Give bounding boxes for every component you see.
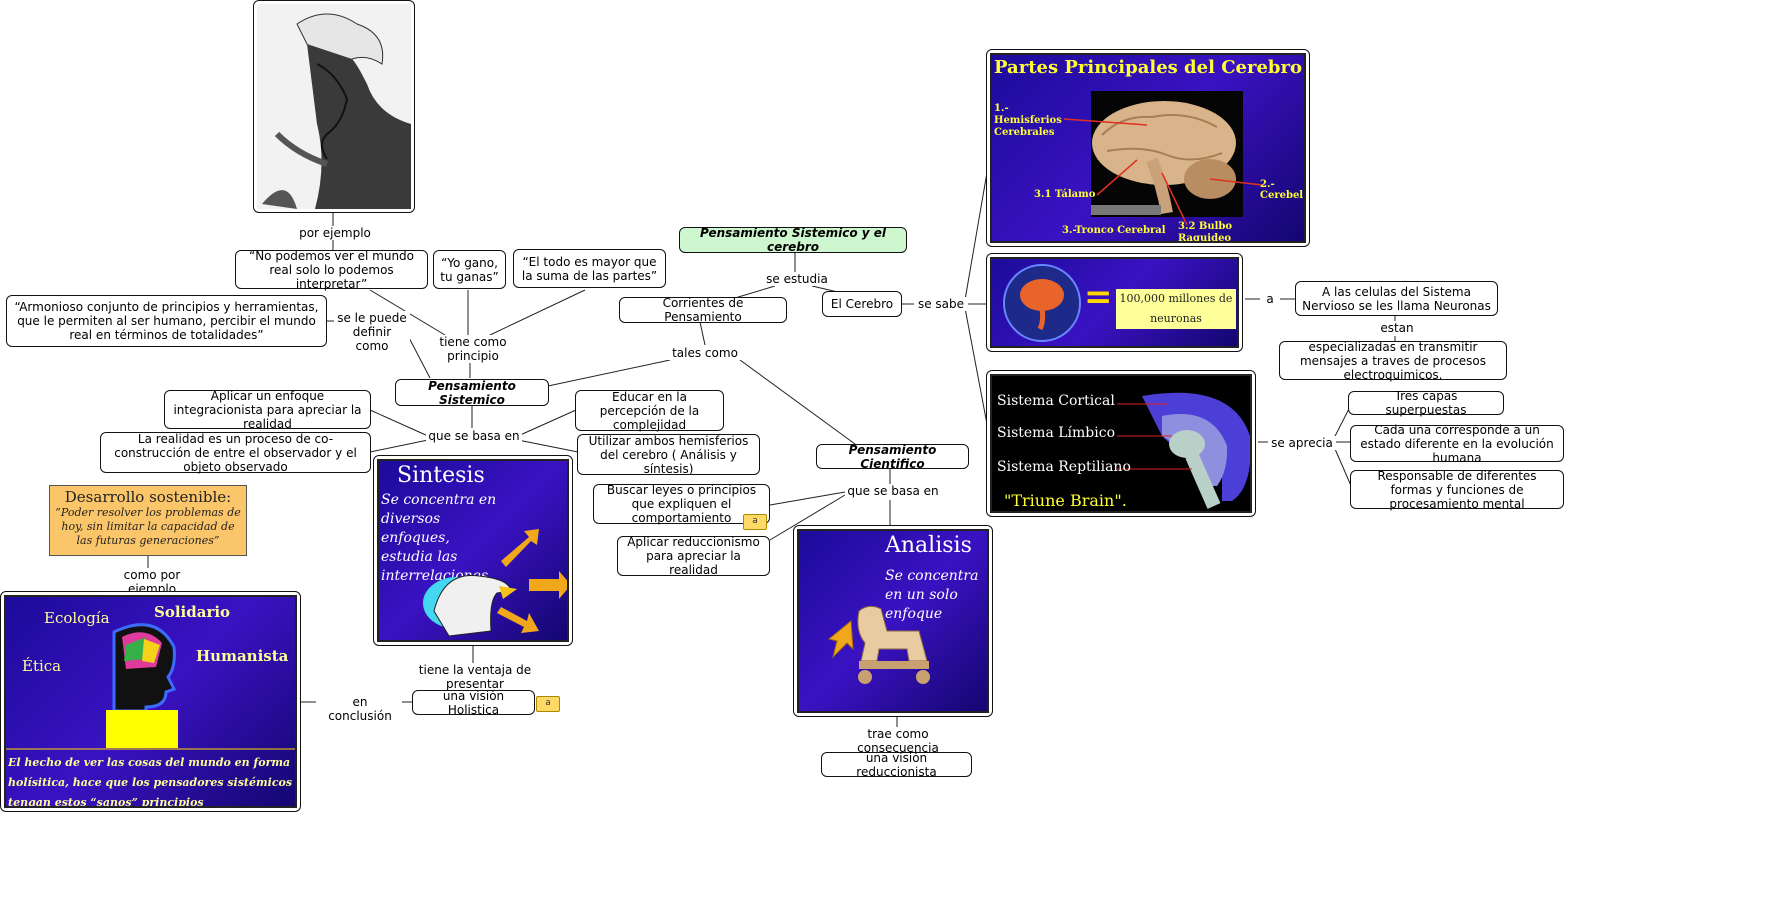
node-el-cerebro[interactable]: El Cerebro (822, 291, 902, 317)
link-en-conclusion: en conclusión (318, 695, 402, 723)
sintesis-text: Se concentra en diversos enfoques, estud… (381, 492, 497, 584)
central-topic[interactable]: Pensamiento Sistemico y el cerebro (679, 226, 907, 254)
values-text: El hecho de ver las cosas del mundo en f… (8, 756, 293, 808)
node-aplicar-reduccionismo[interactable]: Aplicar reduccionismo para apreciar la r… (617, 535, 770, 577)
label-tronco: 3.-Tronco Cerebral (1062, 225, 1166, 236)
brain-illustration (1063, 91, 1263, 226)
label-talamo: 3.1 Tálamo (1034, 189, 1096, 200)
link-que-se-basa-en: que se basa en (426, 429, 522, 443)
node-utilizar[interactable]: Utilizar ambos hemisferios del cerebro (… (577, 434, 760, 476)
link-que-se-basa-en-2: que se basa en (845, 484, 941, 498)
label-ecologia: Ecología (44, 609, 110, 627)
node-realidad[interactable]: La realidad es un proceso de co-construc… (100, 432, 371, 474)
node-aplicar-enfoque[interactable]: Aplicar un enfoque integracionista para … (164, 389, 371, 431)
link-trae-como-consecuencia: trae como consecuencia (824, 727, 972, 755)
neurons-count: 100,000 millones de neuronas (1116, 289, 1236, 329)
link-a: a (1260, 292, 1280, 306)
link-se-sabe: se sabe (914, 297, 968, 311)
node-quote-yo-gano[interactable]: “Yo gano, tu ganas” (433, 250, 506, 289)
label-solidario: Solidario (154, 603, 231, 621)
image-old-young-woman-illusion (253, 0, 415, 213)
node-educar[interactable]: Educar en la percepción de la complejida… (575, 390, 724, 432)
image-triune-brain: Sistema Cortical Sistema Límbico Sistema… (986, 370, 1256, 517)
node-vision-holistica[interactable]: una visión Holistica (412, 689, 535, 717)
analisis-text: Se concentra en un solo enfoque (885, 568, 979, 622)
equals-sign: = (1084, 277, 1113, 317)
link-por-ejemplo: por ejemplo (296, 226, 374, 240)
node-desarrollo-sostenible[interactable]: Desarrollo sostenible: “Poder resolver l… (49, 485, 247, 556)
node-especializadas[interactable]: especializadas en transmitir mensajes a … (1279, 340, 1507, 382)
triune-caption: "Triune Brain". (1004, 491, 1127, 510)
attachment-icon[interactable]: a (536, 696, 560, 712)
desarrollo-title: Desarrollo sostenible: (64, 488, 232, 506)
label-etica: Ética (22, 657, 62, 675)
node-quote-el-todo[interactable]: “El todo es mayor que la suma de las par… (513, 249, 666, 288)
image-analisis: Analisis Se concentra en un solo enfoque (793, 525, 993, 717)
label-humanista: Humanista (196, 647, 289, 665)
node-cada-una[interactable]: Cada una corresponde a un estado diferen… (1350, 423, 1564, 465)
link-tales-como: tales como (668, 346, 742, 360)
link-se-estudia: se estudia (760, 272, 834, 286)
analisis-title: Analisis (885, 533, 972, 558)
node-armonioso[interactable]: “Armonioso conjunto de principios y herr… (6, 295, 327, 347)
node-tres-capas[interactable]: Tres capas superpuestas (1348, 389, 1504, 417)
eagle-arrows-illustration (423, 529, 567, 637)
illusion-illustration (257, 4, 411, 209)
link-se-aprecia: se aprecia (1268, 436, 1336, 450)
triune-brain-illustration (1117, 392, 1250, 509)
label-limbico: Sistema Límbico (997, 425, 1115, 441)
image-neurons: = 100,000 millones de neuronas (986, 253, 1243, 352)
link-tiene-la-ventaja: tiene la ventaja de presentar (388, 663, 562, 691)
label-cortical: Sistema Cortical (997, 393, 1115, 409)
image-sintesis: Sintesis Se concentra en diversos enfoqu… (373, 455, 573, 646)
node-buscar-leyes[interactable]: Buscar leyes o principios que expliquen … (593, 483, 770, 525)
node-quote-interpretar[interactable]: “No podemos ver el mundo real solo lo po… (235, 249, 428, 291)
brain-globe-icon (1003, 264, 1081, 342)
head-illustration (6, 623, 295, 750)
node-pensamiento-cientifico[interactable]: Pensamiento Cientifico (816, 443, 969, 471)
label-bulbo: 3.2 Bulbo Raquideo (1178, 221, 1233, 243)
desarrollo-text: “Poder resolver los problemas de hoy, si… (55, 506, 241, 547)
link-tiene-como-principio: tiene como principio (437, 335, 509, 363)
trojan-horse-illustration (827, 605, 930, 684)
label-reptiliano: Sistema Reptiliano (997, 459, 1131, 475)
brain-panel-title: Partes Principales del Cerebro (994, 57, 1302, 78)
node-vision-reduccionista[interactable]: una visión reduccionista (821, 751, 972, 779)
label-cerebelo: 2.-Cerebel (1260, 179, 1304, 201)
node-responsable[interactable]: Responsable de diferentes formas y funci… (1350, 469, 1564, 511)
node-corrientes[interactable]: Corrientes de Pensamiento (619, 296, 787, 324)
node-pensamiento-sistemico[interactable]: Pensamiento Sistemico (395, 379, 549, 407)
link-se-puede-definir: se le puede definir como (334, 311, 410, 353)
attachment-icon-2[interactable]: a (743, 514, 767, 530)
label-hemisferios: 1.- Hemisferios Cerebrales (994, 103, 1062, 138)
node-neuronas[interactable]: A las celulas del Sistema Nervioso se le… (1295, 281, 1498, 316)
link-estan: estan (1374, 321, 1420, 335)
image-brain-parts: Partes Principales del Cerebro 1.- Hemis… (986, 49, 1310, 247)
image-values: Ecología Solidario Ética Humanista El he… (0, 591, 301, 812)
sintesis-title: Sintesis (397, 463, 485, 488)
